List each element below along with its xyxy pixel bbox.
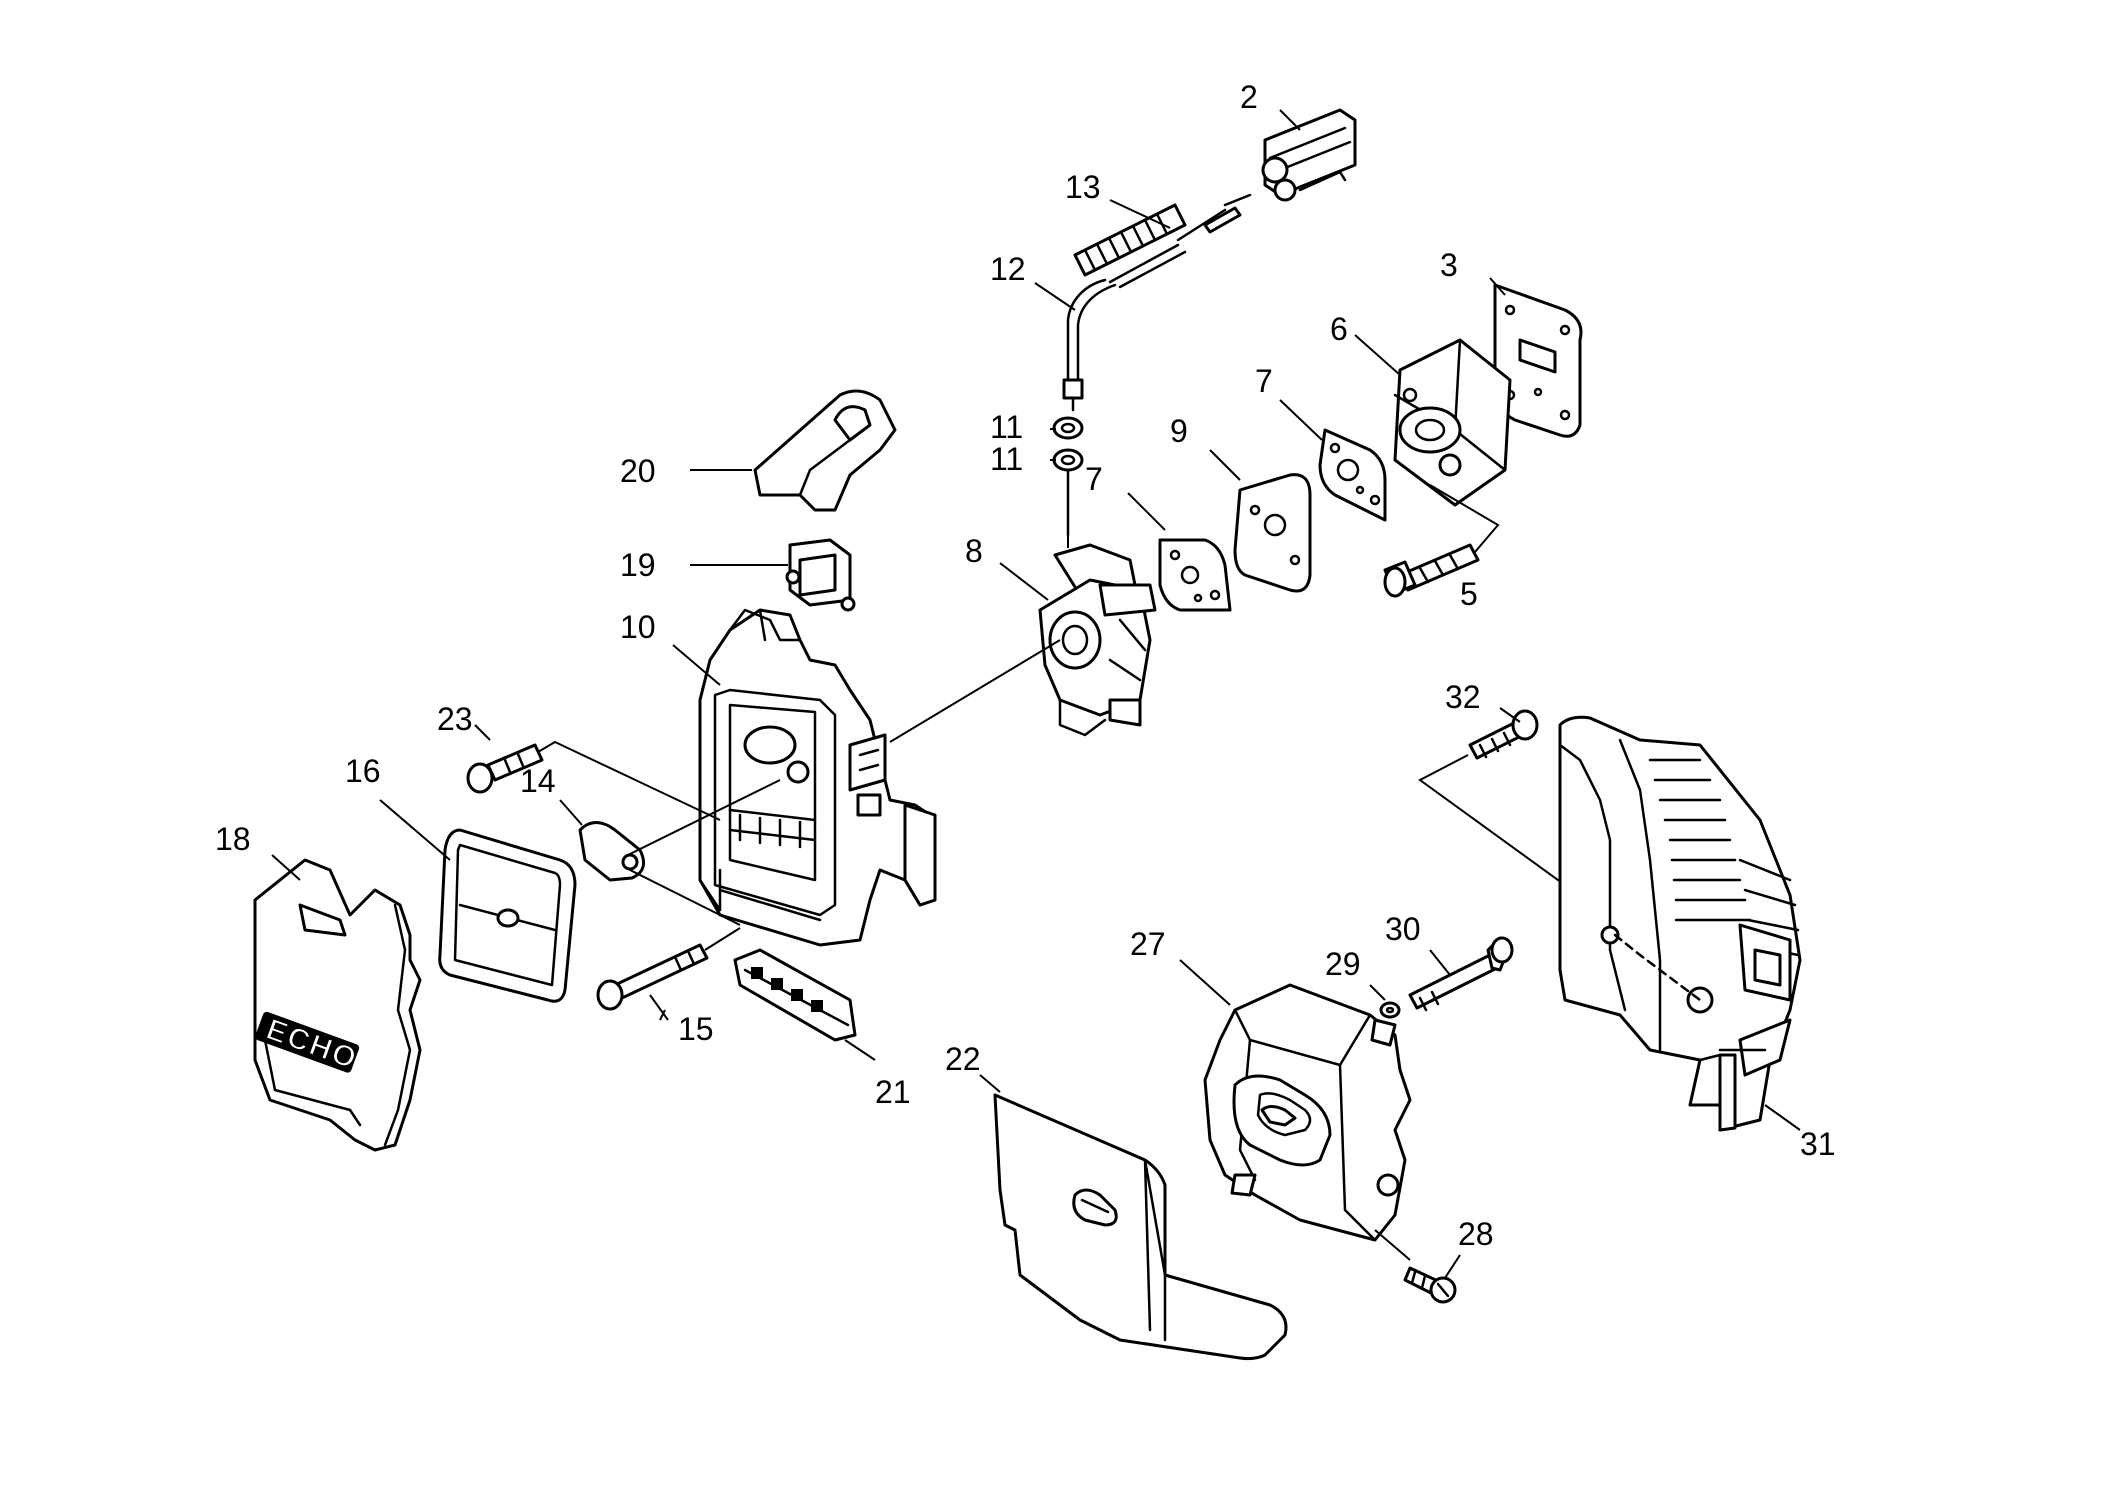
label-part-13: 13 xyxy=(1065,169,1101,205)
label-part-27: 27 xyxy=(1130,926,1166,962)
part-22-heat-shield xyxy=(993,1093,1288,1361)
label-part-8: 8 xyxy=(965,533,983,569)
part-14-plate xyxy=(578,779,781,926)
part-2-cable-connector xyxy=(1261,108,1357,202)
part-29-washer xyxy=(1379,1001,1401,1019)
label-part-7-upper: 7 xyxy=(1255,363,1273,399)
part-21-baffle xyxy=(733,948,857,1042)
label-part-9: 9 xyxy=(1170,413,1188,449)
label-part-23: 23 xyxy=(437,701,473,737)
part-12-throttle-cable xyxy=(1062,193,1252,412)
label-part-31: 31 xyxy=(1800,1126,1836,1162)
part-16-air-filter xyxy=(438,828,577,1003)
part-6-insulator xyxy=(1393,338,1512,507)
part-23-bolt xyxy=(466,740,721,821)
assembly-leader-lines xyxy=(889,535,1069,743)
label-part-3: 3 xyxy=(1440,247,1458,283)
label-part-19: 19 xyxy=(620,547,656,583)
part-28-bolt xyxy=(1374,1229,1457,1304)
label-part-6: 6 xyxy=(1330,311,1348,347)
part-13-spring xyxy=(1073,203,1187,277)
label-leader-lines xyxy=(271,109,1801,1279)
label-part-28: 28 xyxy=(1458,1216,1494,1252)
label-part-11-lower: 11 xyxy=(990,441,1023,477)
label-part-5: 5 xyxy=(1460,576,1478,612)
label-part-22: 22 xyxy=(945,1041,981,1077)
label-part-10: 10 xyxy=(620,609,656,645)
part-20-top-cover xyxy=(753,389,897,512)
part-19-clip xyxy=(785,538,856,612)
part-11-nuts xyxy=(1052,416,1084,537)
label-part-32: 32 xyxy=(1445,679,1481,715)
part-32-bolt xyxy=(1418,709,1621,926)
part-5-bolt xyxy=(1383,484,1500,598)
part-number-labels: 2 13 12 3 6 7 9 11 11 7 20 8 5 19 10 32 … xyxy=(215,79,1836,1252)
label-part-12: 12 xyxy=(990,251,1026,287)
label-part-2: 2 xyxy=(1240,79,1258,115)
part-8-carburetor xyxy=(1038,543,1157,737)
label-part-29: 29 xyxy=(1325,946,1361,982)
label-part-20: 20 xyxy=(620,453,656,489)
label-part-21: 21 xyxy=(875,1074,911,1110)
part-27-muffler xyxy=(1203,983,1412,1242)
label-part-7-lower: 7 xyxy=(1085,461,1103,497)
label-part-11-upper: 11 xyxy=(990,409,1023,445)
part-10-air-cleaner-case xyxy=(698,608,937,947)
label-part-14: 14 xyxy=(520,763,556,799)
part-9-plate xyxy=(1233,473,1312,593)
part-15-bolt xyxy=(596,927,741,1011)
part-30-bolt xyxy=(1408,936,1514,1012)
part-7-gasket-upper xyxy=(1318,428,1387,522)
part-31-cylinder-cover xyxy=(1558,715,1802,1132)
part-7-gasket-lower xyxy=(1158,538,1232,612)
label-part-18: 18 xyxy=(215,821,251,857)
label-part-16: 16 xyxy=(345,753,381,789)
label-part-15: 15 xyxy=(678,1011,714,1047)
part-18-air-cleaner-cover: ECHO xyxy=(253,858,422,1152)
label-part-30: 30 xyxy=(1385,911,1421,947)
